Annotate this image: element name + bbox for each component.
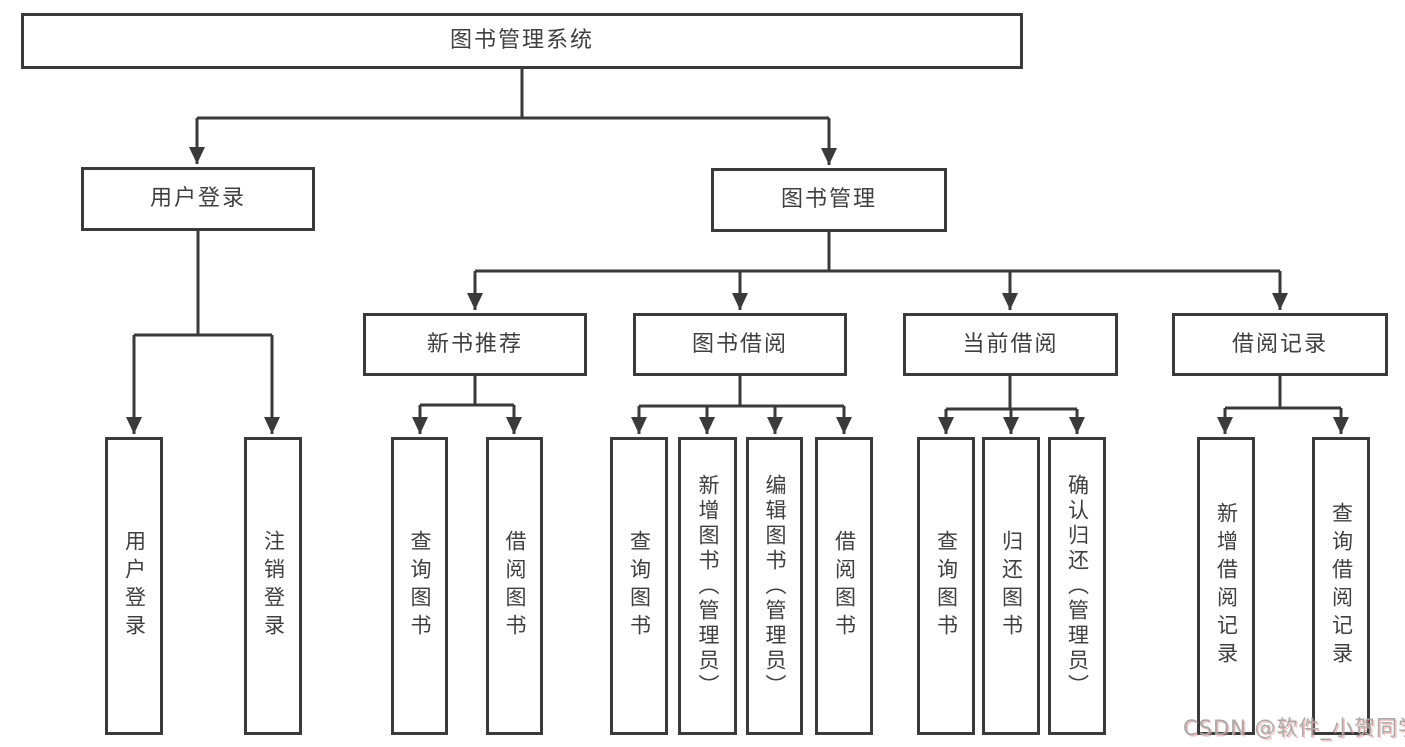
connector-user-login-rail <box>134 231 272 337</box>
leaf-records-query-record: 查询借阅记录 <box>1312 437 1370 735</box>
leaf-borrow-query-books: 查询图书 <box>610 437 668 735</box>
leaf-recommend-borrow-books: 借阅图书 <box>486 437 543 735</box>
node-book-borrow-label: 图书借阅 <box>691 331 788 357</box>
node-new-book-recommend: 新书推荐 <box>363 313 587 376</box>
leaf-user-login: 用户登录 <box>105 437 163 735</box>
leaf-records-add-record-label: 新增借阅记录 <box>1214 502 1239 670</box>
leaf-borrow-query-books-label: 查询图书 <box>627 530 652 642</box>
watermark: CSDN @软件_小贺同学 <box>1183 716 1405 740</box>
leaf-borrow-edit-books-admin: 编辑图书（管理员） <box>746 437 803 735</box>
leaf-records-query-record-label: 查询借阅记录 <box>1329 502 1354 670</box>
leaf-current-query-books-label: 查询图书 <box>934 530 959 642</box>
connector-book-management-rail <box>475 232 1280 273</box>
leaf-current-return-books-label: 归还图书 <box>999 530 1024 642</box>
node-current-borrow: 当前借阅 <box>903 313 1118 376</box>
connector-book-borrow-rail <box>639 376 844 408</box>
node-book-borrow: 图书借阅 <box>633 313 847 376</box>
node-borrow-records: 借阅记录 <box>1172 313 1388 376</box>
leaf-user-login-label: 用户登录 <box>122 530 147 642</box>
node-borrow-records-label: 借阅记录 <box>1231 331 1328 357</box>
node-new-book-recommend-label: 新书推荐 <box>426 331 523 357</box>
connector-borrow-records-rail <box>1225 376 1341 410</box>
leaf-logout-label: 注销登录 <box>261 530 286 642</box>
node-user-login: 用户登录 <box>81 167 315 231</box>
leaf-recommend-query-books: 查询图书 <box>391 437 448 735</box>
leaf-logout: 注销登录 <box>244 437 302 735</box>
leaf-borrow-add-books-admin: 新增图书（管理员） <box>678 437 737 735</box>
node-book-management-label: 图书管理 <box>780 187 877 212</box>
leaf-recommend-borrow-books-label: 借阅图书 <box>503 530 527 642</box>
leaf-current-confirm-return-admin: 确认归还（管理员） <box>1048 437 1106 735</box>
leaf-borrow-borrow-books: 借阅图书 <box>815 437 873 735</box>
node-root-label: 图书管理系统 <box>449 28 594 53</box>
leaf-current-query-books: 查询图书 <box>917 437 975 735</box>
leaf-borrow-borrow-books-label: 借阅图书 <box>832 530 857 642</box>
node-root: 图书管理系统 <box>21 13 1023 69</box>
leaf-records-add-record: 新增借阅记录 <box>1197 437 1255 735</box>
leaf-current-confirm-return-admin-label: 确认归还（管理员） <box>1065 473 1090 699</box>
leaf-current-return-books: 归还图书 <box>982 437 1040 735</box>
node-book-management: 图书管理 <box>711 168 947 232</box>
leaf-borrow-add-books-admin-label: 新增图书（管理员） <box>696 473 720 699</box>
connector-new-book-rail <box>420 376 514 407</box>
leaf-borrow-edit-books-admin-label: 编辑图书（管理员） <box>763 473 787 699</box>
connector-current-borrow-rail <box>946 376 1077 411</box>
node-current-borrow-label: 当前借阅 <box>962 331 1059 357</box>
connector-root-rail <box>197 69 829 120</box>
node-user-login-label: 用户登录 <box>149 186 246 211</box>
leaf-recommend-query-books-label: 查询图书 <box>408 530 432 642</box>
